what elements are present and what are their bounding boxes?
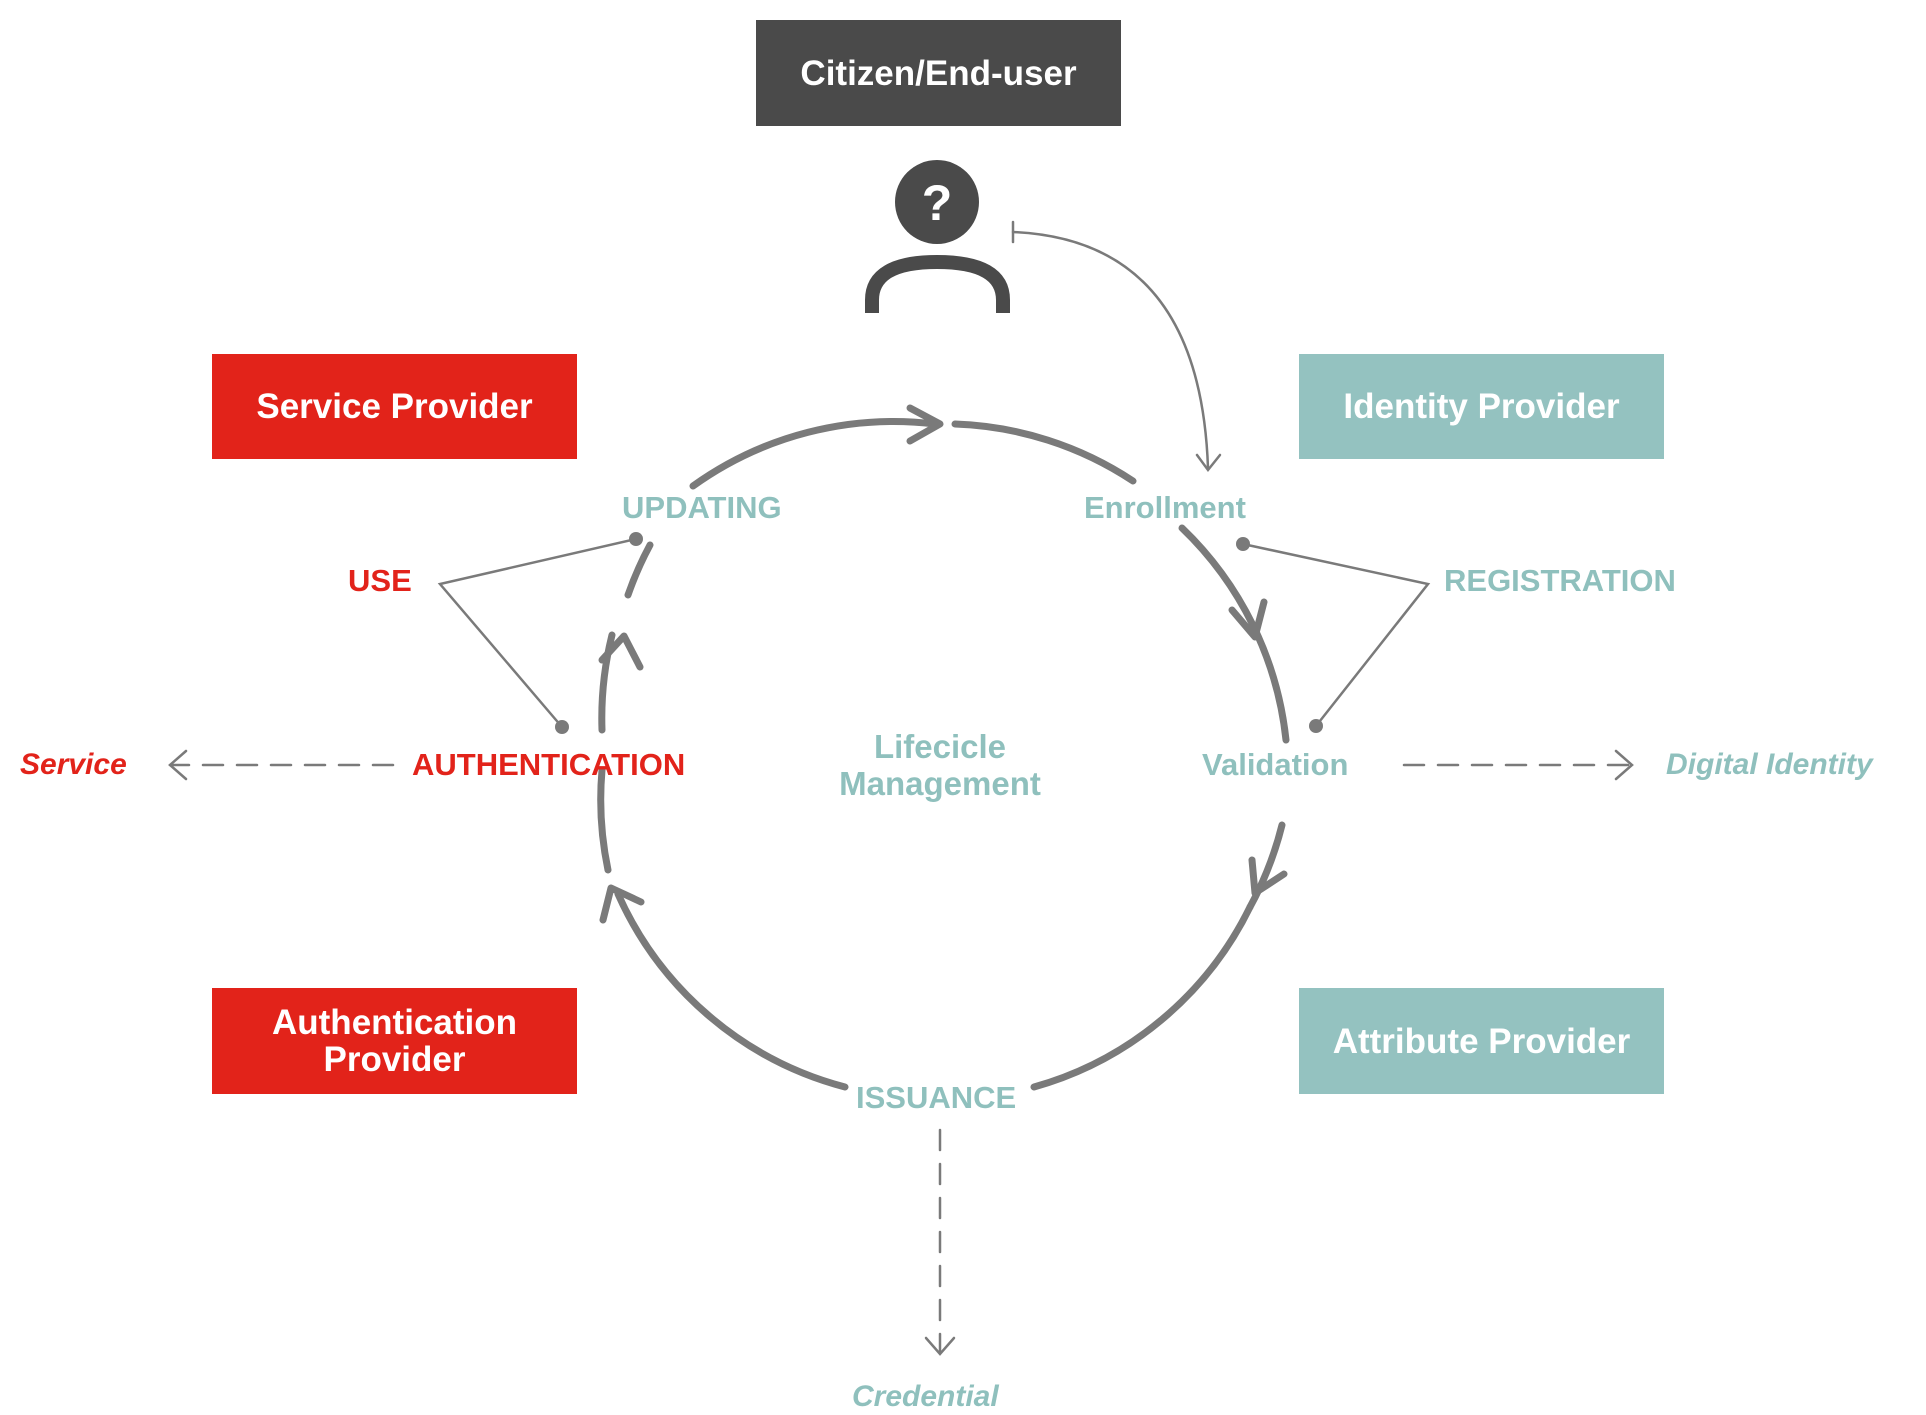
cycle-arc-upper-left (624, 418, 939, 599)
output-digital-identity: Digital Identity (1666, 748, 1873, 781)
output-service: Service (20, 748, 127, 781)
use-bracket (437, 537, 638, 729)
service-arrowhead (168, 749, 188, 781)
stage-enrollment: Enrollment (1084, 490, 1246, 525)
stage-updating: UPDATING (622, 490, 782, 525)
output-credential: Credential (852, 1380, 999, 1413)
service-provider-label: Service Provider (256, 387, 533, 426)
digital-identity-arrowhead (1614, 749, 1634, 781)
use-bracket-dot-top (629, 532, 643, 546)
authentication-provider-box: Authentication Provider (212, 988, 577, 1094)
citizen-to-enrollment-connector (1011, 230, 1210, 470)
cycle-arc-right-lower (1246, 821, 1286, 911)
stage-authentication: AUTHENTICATION (412, 747, 686, 782)
person-question-icon: ? (865, 160, 1010, 313)
registration-bracket (1241, 542, 1431, 728)
attribute-provider-label: Attribute Provider (1332, 1021, 1631, 1061)
attribute-provider-box: Attribute Provider (1299, 988, 1664, 1094)
citizen-end-user-label: Citizen/End-user (800, 53, 1077, 93)
cycle-arrowhead-right-1 (1228, 598, 1268, 641)
svg-text:?: ? (922, 175, 953, 231)
cycle-arc-top (951, 420, 1137, 485)
cycle-arc-right-upper (1178, 524, 1290, 744)
cycle-arc-left (597, 631, 616, 874)
center-lifecycle-label: Lifecicle Management (780, 728, 1100, 802)
center-label-line1: Lifecicle (873, 728, 1007, 765)
group-registration: REGISTRATION (1444, 563, 1676, 598)
cycle-arrowhead-top (906, 404, 944, 445)
cycle-arrowhead-left-top (598, 632, 644, 671)
registration-dot-bottom (1309, 719, 1323, 733)
use-bracket-dot-bottom (555, 720, 569, 734)
stage-validation: Validation (1202, 747, 1349, 782)
registration-dot-top (1236, 537, 1250, 551)
authentication-provider-label-line2: Provider (323, 1040, 466, 1079)
stage-issuance: ISSUANCE (850, 1080, 1023, 1116)
credential-arrowhead (924, 1336, 956, 1356)
identity-provider-box: Identity Provider (1299, 354, 1664, 459)
authentication-provider-label-line1: Authentication (272, 1003, 517, 1042)
enrollment-arrowhead (1195, 453, 1222, 473)
center-label-line2: Management (839, 765, 1041, 802)
cycle-arrowhead-left-bottom (599, 884, 645, 924)
cycle-arc-bottom-right (1030, 903, 1254, 1091)
group-use: USE (348, 563, 412, 598)
identity-provider-label: Identity Provider (1343, 387, 1620, 426)
cycle-arrowhead-right-2 (1248, 856, 1288, 897)
citizen-end-user-box: Citizen/End-user (756, 20, 1121, 126)
service-provider-box: Service Provider (212, 354, 577, 459)
cycle-arc-bottom-left (614, 890, 849, 1091)
